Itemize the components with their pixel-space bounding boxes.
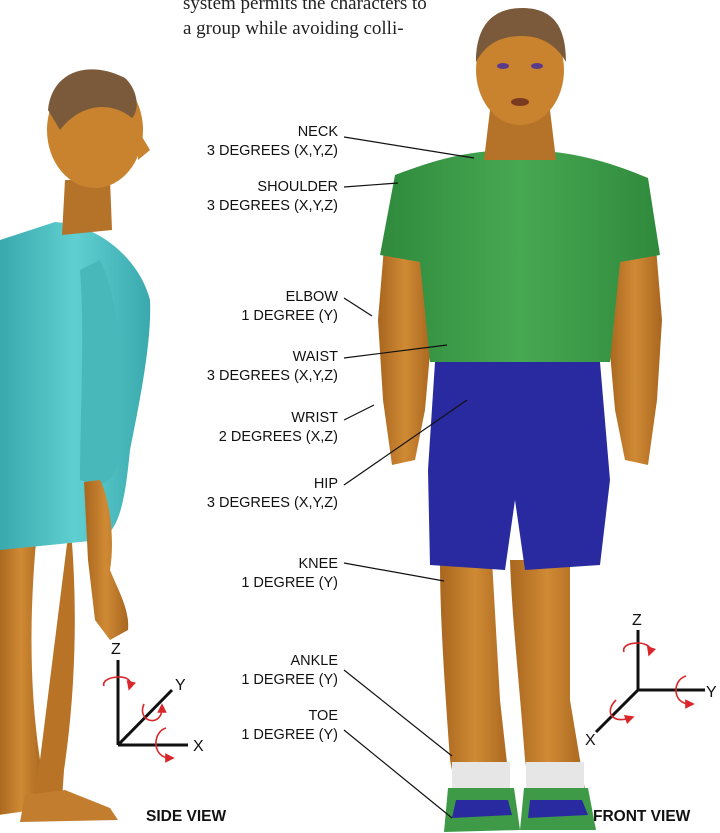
joint-name: ANKLE xyxy=(241,652,338,671)
joint-name: WRIST xyxy=(219,409,338,428)
side-view-axes: Z Y X xyxy=(104,641,204,758)
side-view-caption: SIDE VIEW xyxy=(146,808,226,826)
front-axis-y-label: Y xyxy=(706,684,717,701)
joint-name: NECK xyxy=(207,123,338,142)
joint-dof: 1 DEGREE (Y) xyxy=(241,574,338,593)
joint-dof: 1 DEGREE (Y) xyxy=(241,726,338,745)
joint-name: TOE xyxy=(241,707,338,726)
joint-name: WAIST xyxy=(207,348,338,367)
front-view-axes: Z Y X xyxy=(585,612,717,749)
joint-dof: 3 DEGREES (X,Y,Z) xyxy=(207,367,338,386)
side-axis-x-label: X xyxy=(193,738,204,755)
side-view-figure xyxy=(0,69,150,822)
joint-name: KNEE xyxy=(241,555,338,574)
joint-dof: 1 DEGREE (Y) xyxy=(241,671,338,690)
front-view-caption: FRONT VIEW xyxy=(593,808,690,826)
joint-name: SHOULDER xyxy=(207,178,338,197)
front-axis-z-label: Z xyxy=(632,612,642,629)
joint-dof: 1 DEGREE (Y) xyxy=(241,307,338,326)
joint-dof: 3 DEGREES (X,Y,Z) xyxy=(207,142,338,161)
joint-dof: 2 DEGREES (X,Z) xyxy=(219,428,338,447)
joint-dof: 3 DEGREES (X,Y,Z) xyxy=(207,494,338,513)
joint-name: ELBOW xyxy=(241,288,338,307)
front-axis-x-label: X xyxy=(585,732,596,749)
joint-name: HIP xyxy=(207,475,338,494)
side-axis-y-label: Y xyxy=(175,677,186,694)
side-axis-z-label: Z xyxy=(111,641,121,658)
joint-dof: 3 DEGREES (X,Y,Z) xyxy=(207,197,338,216)
side-x-rotation-arrow xyxy=(156,728,170,758)
